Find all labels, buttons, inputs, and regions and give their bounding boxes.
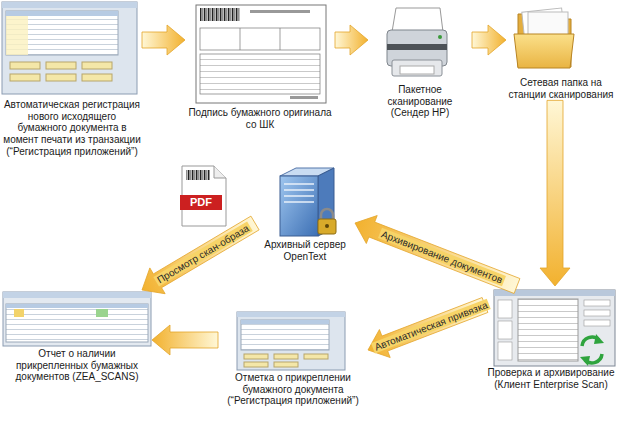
process-step: Отметка о прикреплении бумажного докумен… [218, 310, 368, 407]
step-caption: Автоматическая регистрация нового исходя… [2, 99, 142, 157]
process-step: Сетевая папка на станции сканирования [506, 2, 616, 100]
pdf-file-icon [180, 166, 226, 226]
process-step: Подпись бумажного оригинала со ШК [185, 2, 335, 130]
flow-arrow [355, 216, 520, 294]
flow-arrow [152, 325, 218, 355]
step-caption: Сетевая папка на станции сканирования [506, 77, 616, 100]
icon-label: PDF [180, 195, 222, 209]
sap-screenshot [2, 2, 137, 94]
folder-icon [514, 8, 574, 68]
process-step: Проверка и архивирование (Клиент Enterpr… [485, 286, 617, 390]
process-step: Отчет о наличии прикрепленных бумажных д… [2, 290, 152, 383]
paper-document [196, 5, 326, 103]
flow-arrow [142, 25, 185, 55]
arrow-label: Просмотр скан-образа [153, 221, 252, 286]
step-caption: Пакетное сканирование (Сендер HP) [368, 84, 472, 119]
scan-client-screenshot [494, 290, 615, 366]
report-screenshot [3, 292, 151, 346]
flow-arrow [472, 25, 506, 55]
printer-icon [387, 8, 447, 76]
process-step: Пакетное сканирование (Сендер HP) [368, 2, 472, 119]
flow-arrow [142, 216, 259, 294]
step-caption: Отметка о прикреплении бумажного докумен… [218, 372, 368, 407]
sap-mark-screenshot [237, 312, 345, 370]
flow-arrow [335, 25, 368, 55]
arrow-label: Автоматическая привязка [371, 298, 491, 353]
step-caption: Проверка и архивирование (Клиент Enterpr… [485, 367, 617, 390]
arrow-label: Архивирование документов [378, 228, 506, 286]
process-step: Архивный сервер OpenText [255, 168, 355, 262]
flow-arrow [540, 100, 570, 286]
step-caption: Архивный сервер OpenText [255, 239, 355, 262]
process-step: Автоматическая регистрация нового исходя… [2, 2, 142, 157]
step-caption: Подпись бумажного оригинала со ШК [185, 107, 335, 130]
step-caption: Отчет о наличии прикрепленных бумажных д… [2, 348, 152, 383]
server-icon [280, 168, 336, 236]
